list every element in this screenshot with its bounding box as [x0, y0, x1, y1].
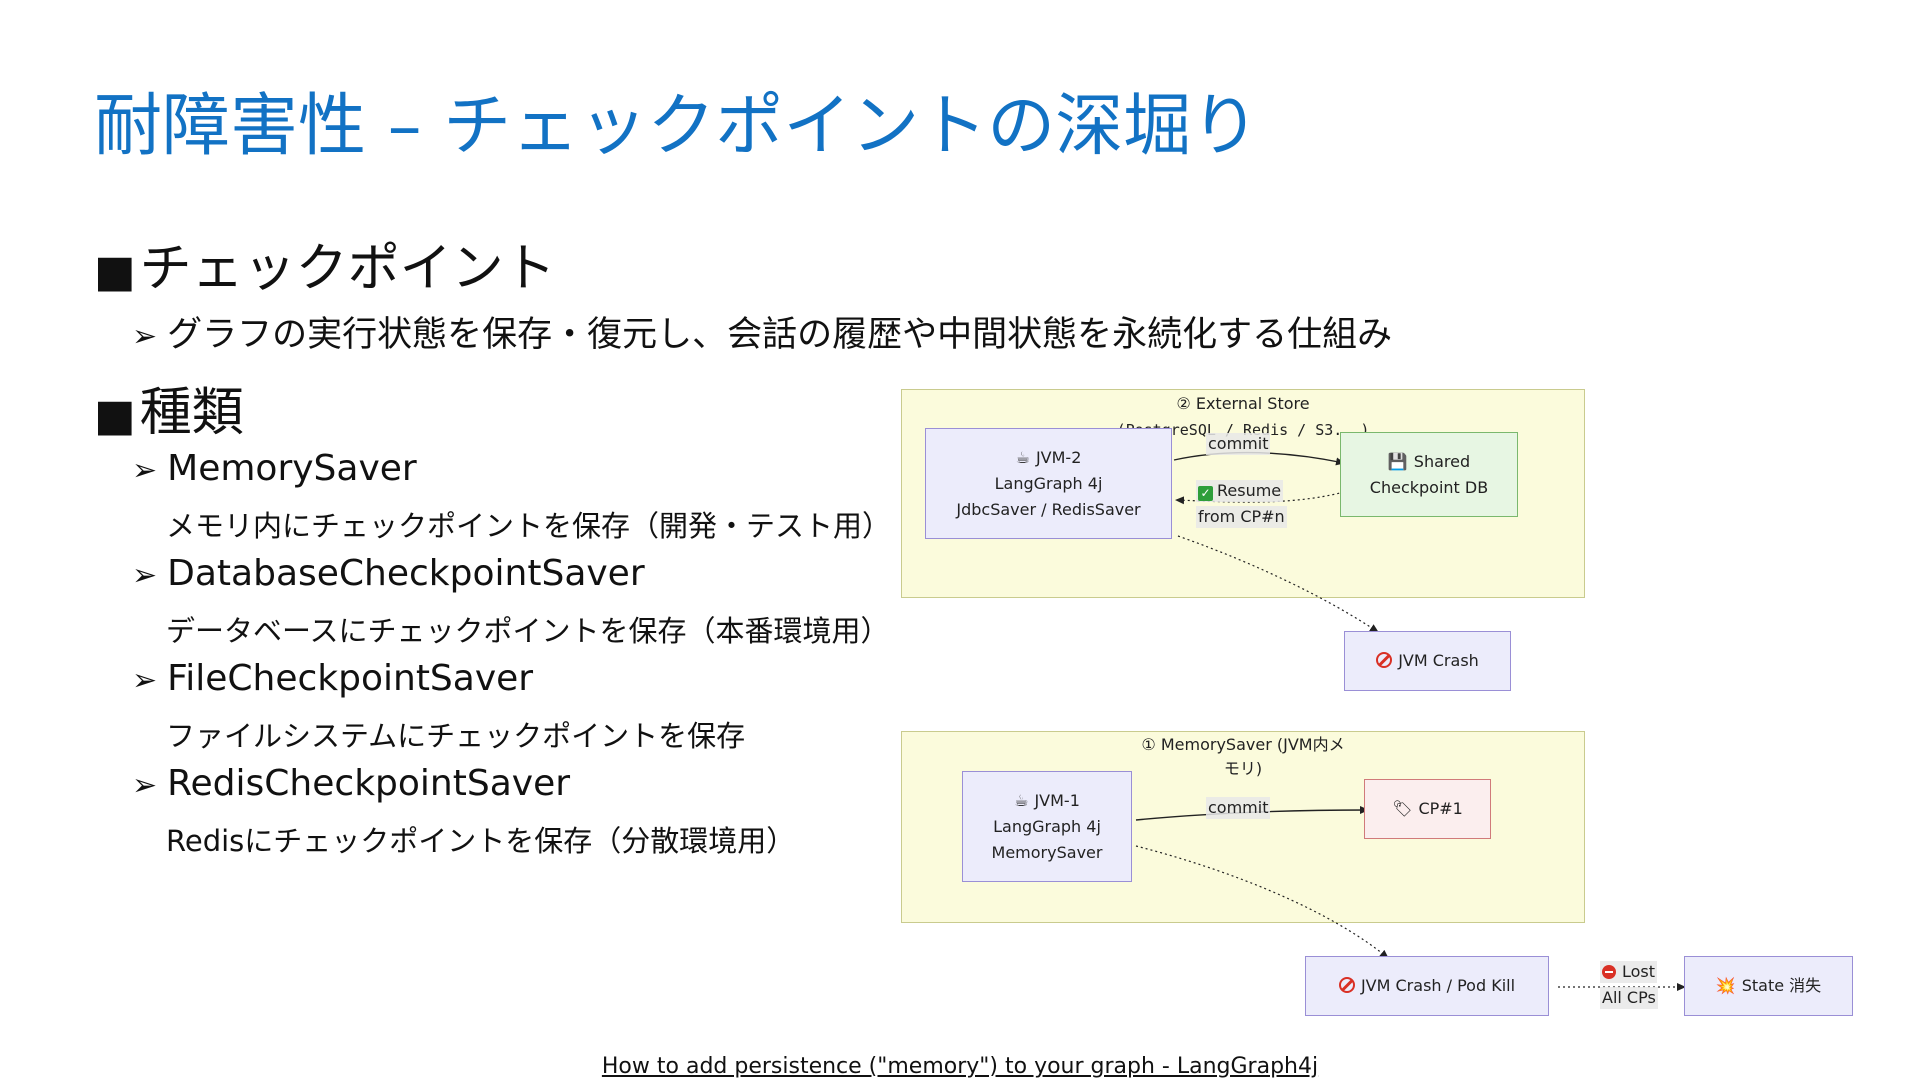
- type-desc: データベースにチェックポイントを保存（本番環境用）: [166, 614, 890, 648]
- prohibited-icon: [1376, 652, 1393, 668]
- arrow-bullet-icon: ➢: [132, 319, 158, 354]
- type-name: MemorySaver: [167, 448, 417, 489]
- type-name: DatabaseCheckpointSaver: [167, 553, 645, 594]
- arrow-bullet-icon: ➢: [132, 453, 158, 488]
- prohibited-icon: [1338, 977, 1355, 993]
- shared-db-line2: Checkpoint DB: [1369, 477, 1489, 497]
- bullet-checkpoint: ■チェックポイント: [94, 226, 556, 301]
- resume-label: ✓Resume: [1196, 480, 1284, 502]
- type-desc: Redisにチェックポイントを保存（分散環境用）: [166, 824, 796, 858]
- jvm-crash-podkill-node: JVM Crash / Pod Kill: [1305, 956, 1549, 1016]
- bullet-types: ■種類: [94, 370, 244, 445]
- jvm-crash-podkill-label: JVM Crash / Pod Kill: [1338, 973, 1515, 999]
- type-desc: メモリ内にチェックポイントを保存（開発・テスト用）: [166, 509, 892, 543]
- type-item-memorysaver: ➢ MemorySaver: [132, 448, 417, 489]
- type-item-database: ➢ DatabaseCheckpointSaver: [132, 553, 645, 594]
- arrow-bullet-icon: ➢: [132, 768, 158, 803]
- explosion-icon: 💥: [1715, 976, 1736, 995]
- jvm2-line2: LangGraph 4j: [994, 473, 1103, 493]
- jvm-crash-node: JVM Crash: [1344, 631, 1511, 691]
- square-bullet-icon: ■: [94, 390, 136, 441]
- jvm1-line3: MemorySaver: [991, 842, 1103, 862]
- types-heading: 種類: [139, 383, 244, 443]
- jvm-crash-label: JVM Crash: [1376, 648, 1479, 674]
- jvm2-node: ☕JVM-2 LangGraph 4j JdbcSaver / RedisSav…: [925, 428, 1172, 539]
- state-lost-label: 💥State 消失: [1716, 973, 1821, 999]
- type-name: FileCheckpointSaver: [167, 658, 534, 699]
- slide-title: 耐障害性 – チェックポイントの深堀り: [94, 87, 1260, 166]
- external-store-title: ② External Store: [1176, 394, 1310, 413]
- tag-icon: 🏷: [1392, 799, 1413, 818]
- coffee-icon: ☕: [1015, 447, 1030, 467]
- lost-label: Lost: [1600, 961, 1658, 983]
- jvm1-line1: ☕JVM-1: [1014, 788, 1080, 814]
- shared-db-node: 💾Shared Checkpoint DB: [1340, 432, 1518, 517]
- memory-saver-title: ① MemorySaver (JVM内メ: [1141, 735, 1345, 754]
- no-entry-icon: [1602, 965, 1616, 979]
- cp1-label: 🏷CP#1: [1392, 796, 1463, 822]
- arrow-bullet-icon: ➢: [132, 558, 158, 593]
- commit-label-memory: commit: [1206, 797, 1271, 819]
- coffee-icon: ☕: [1014, 790, 1029, 810]
- jvm1-node: ☕JVM-1 LangGraph 4j MemorySaver: [962, 771, 1132, 882]
- memory-saver-title-cont: モリ): [1223, 759, 1263, 778]
- jvm1-line2: LangGraph 4j: [993, 816, 1101, 836]
- jvm2-line3: JdbcSaver / RedisSaver: [956, 499, 1141, 519]
- checkpoint-description-item: ➢ グラフの実行状態を保存・復元し、会話の履歴や中間状態を永続化する仕組み: [132, 306, 1392, 357]
- edge-jvm1-crash: [1135, 845, 1389, 959]
- resume-label-cont: from CP#n: [1196, 506, 1287, 528]
- type-item-file: ➢ FileCheckpointSaver: [132, 658, 533, 699]
- commit-label-external: commit: [1206, 433, 1271, 455]
- arrow-bullet-icon: ➢: [132, 663, 158, 698]
- cp1-node: 🏷CP#1: [1364, 779, 1491, 839]
- shared-db-line1: 💾Shared: [1388, 449, 1470, 475]
- lost-label-cont: All CPs: [1600, 987, 1658, 1009]
- checkpoint-heading: チェックポイント: [139, 239, 556, 299]
- type-name: RedisCheckpointSaver: [167, 763, 571, 804]
- square-bullet-icon: ■: [94, 246, 136, 297]
- check-icon: ✓: [1198, 486, 1213, 501]
- reference-link[interactable]: How to add persistence ("memory") to you…: [601, 1054, 1319, 1079]
- jvm2-line1: ☕JVM-2: [1016, 445, 1082, 471]
- state-lost-node: 💥State 消失: [1684, 956, 1853, 1016]
- floppy-disk-icon: 💾: [1387, 451, 1408, 471]
- type-item-redis: ➢ RedisCheckpointSaver: [132, 763, 570, 804]
- checkpoint-description: グラフの実行状態を保存・復元し、会話の履歴や中間状態を永続化する仕組み: [167, 315, 1393, 355]
- edge-jvm2-crash: [1177, 535, 1379, 633]
- external-store-subtitle: (PostgreSQL / Redis / S3...): [1116, 421, 1370, 439]
- type-desc: ファイルシステムにチェックポイントを保存: [166, 719, 746, 753]
